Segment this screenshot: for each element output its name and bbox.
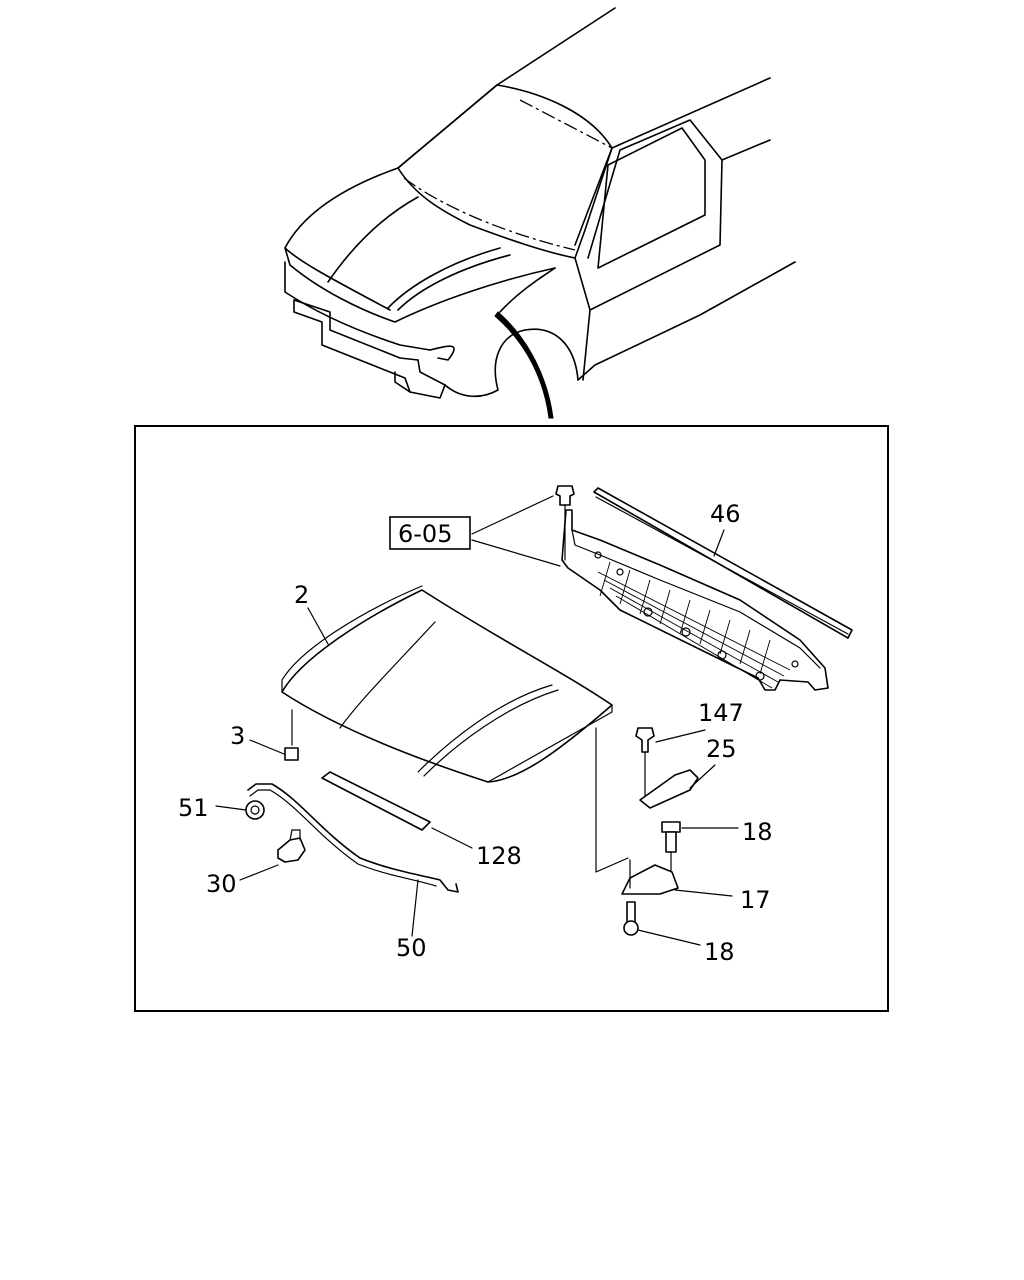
vehicle-overview xyxy=(284,7,796,419)
callout-18-lower: 18 xyxy=(704,938,735,966)
callout-30: 30 xyxy=(206,870,237,898)
callout-18-upper: 18 xyxy=(742,818,773,846)
callout-46: 46 xyxy=(710,500,741,528)
callout-labels: 6-05 46 2 147 25 3 51 18 128 30 17 50 18 xyxy=(178,500,773,966)
detail-frame xyxy=(134,425,889,1012)
callout-128: 128 xyxy=(476,842,522,870)
hinge-assembly xyxy=(595,727,699,936)
callout-50: 50 xyxy=(396,934,427,962)
bumper-stop xyxy=(284,709,299,761)
callout-51: 51 xyxy=(178,794,209,822)
callout-25: 25 xyxy=(706,735,737,763)
grommet xyxy=(245,800,265,820)
cowl-grille-panel xyxy=(555,485,853,691)
reference-box xyxy=(389,516,471,550)
callout-2: 2 xyxy=(294,581,309,609)
callout-147: 147 xyxy=(698,699,744,727)
callout-ref-6-05: 6-05 xyxy=(398,520,452,548)
release-cable xyxy=(247,783,459,893)
hood-panel xyxy=(281,585,613,783)
callout-3: 3 xyxy=(230,722,245,750)
hood-latch xyxy=(277,829,306,863)
hood-seal-strip xyxy=(321,771,431,831)
leader-lines xyxy=(215,495,739,946)
callout-17: 17 xyxy=(740,886,771,914)
